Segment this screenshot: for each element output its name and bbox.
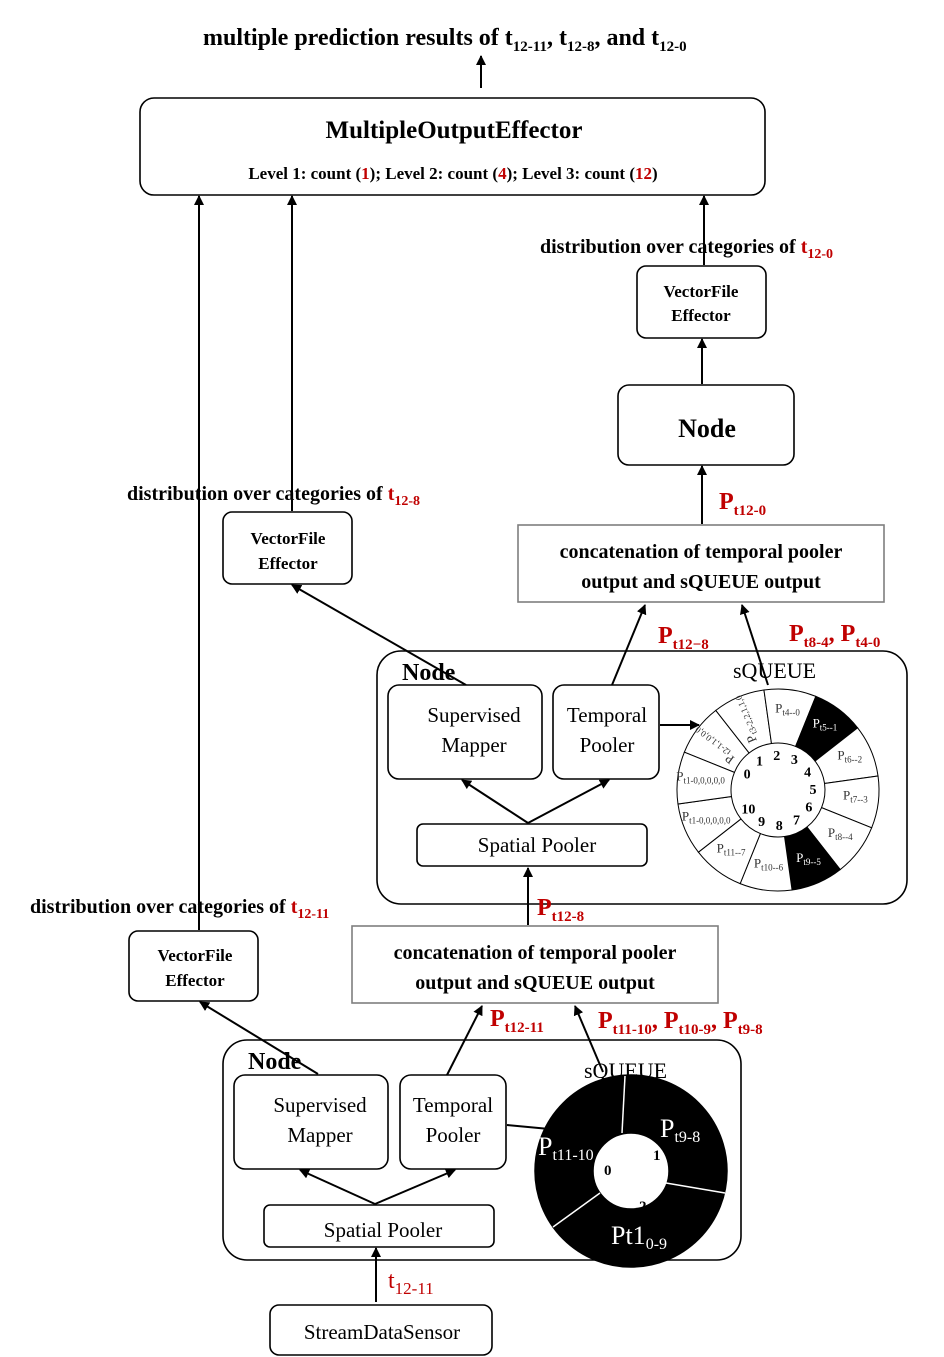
ring1-divider-c [552,1192,601,1228]
spatial-pooler-level2 [416,823,648,867]
node-level1-label: Node [248,1049,302,1075]
arrow-squeue1-to-concat [573,1005,604,1073]
arrow-tp2-to-concat [611,604,647,686]
sensor-label: StreamDataSensor [304,1320,460,1344]
vectorfile-effector-mid [222,511,353,585]
ring1-divider-b [665,1182,726,1194]
multiple-output-effector [139,97,766,196]
stream-data-sensor [269,1304,493,1356]
concat-upper-line2: output and sQUEUE output [581,571,821,593]
p-t12-11-label: Pt12-11 [490,1006,544,1036]
ring2-number: 1 [756,754,763,769]
ring2-segment-label: Pt9--5 [796,850,821,867]
ring1-seg-c: Pt10-9 [611,1221,667,1253]
ring2-segment-label: Pt8--4 [828,825,853,842]
concat-box-lower [351,925,719,1004]
vectorfile-effector-top-line2: Effector [671,306,731,325]
squeue-ring-level1: Pt11-10 Pt9-8 Pt10-9 0 1 2 [534,1074,728,1268]
ring2-number: 0 [744,768,751,783]
arrow-sp2-to-tp [527,779,610,824]
squeue2-label: sQUEUE [733,658,816,683]
arrow-sp1-to-mapper [299,1169,376,1205]
vectorfile-effector-low-line2: Effector [165,971,225,990]
concat-lower-line1: concatenation of temporal pooler [394,942,677,964]
distribution-label-low: distribution over categories of t12-11 [30,896,329,922]
ring1-num-2: 2 [639,1199,647,1215]
ring2-segment-label: Pt7--3 [843,788,868,805]
ring2-segment-label: Pt5--1 [813,716,838,733]
ring2-number: 9 [758,815,765,830]
ring2-number: 5 [809,783,816,798]
vectorfile-effector-low [128,930,259,1002]
tp1-line1: Temporal [413,1093,493,1117]
concat-lower-line2: output and sQUEUE output [415,972,655,994]
ring2-number: 6 [805,800,812,815]
vectorfile-effector-mid-line2: Effector [258,554,318,573]
supervised-mapper-level2 [387,684,543,780]
arrow-tp1-to-concat [446,1005,483,1076]
arrow-squeue2-to-concat [740,604,769,686]
p-t12-0-label: Pt12-0 [719,489,766,519]
ring2-number: 8 [776,819,783,834]
ring2-segment-label: Pt4--0 [775,701,800,718]
vectorfile-effector-low-line1: VectorFile [158,946,233,965]
ring1-num-0: 0 [604,1163,612,1179]
ring2-number: 10 [741,803,755,818]
temporal-pooler-level1 [399,1074,507,1170]
mapper1-line1: Supervised [273,1093,367,1117]
temporal-pooler-level2 [552,684,660,780]
p-t8-4-t4-0: Pt8-4, Pt4-0 [789,621,880,651]
ring2-segment-label: Pt10--6 [754,855,784,872]
vectorfile-effector-mid-line1: VectorFile [251,529,326,548]
ring2-segment-label: Pt1-0,0,0,0,0 [682,808,731,825]
distribution-label-top: distribution over categories of t12-0 [540,236,833,262]
ring2-segment-label: Pt11--7 [717,840,746,857]
ring2-number: 3 [791,753,798,768]
arrow-sp1-to-tp [374,1168,456,1205]
ring2-segment [676,751,736,805]
ring2-number: 4 [804,765,811,780]
ring1-divider-a [621,1075,626,1134]
mapper2-line2: Mapper [441,733,506,757]
ring2-segment-label: Pt6--2 [837,748,862,765]
concat-upper-line1: concatenation of temporal pooler [560,541,843,563]
ring1-seg-b: Pt9-8 [660,1114,700,1146]
supervised-mapper-level1 [233,1074,389,1170]
level-counts: Level 1: count (1); Level 2: count (4); … [248,164,657,183]
distribution-label-mid: distribution over categories of t12-8 [127,483,420,509]
ring1-num-1: 1 [653,1148,661,1164]
sensor-input-label: t12-11 [388,1268,434,1298]
p-t12-8-lower: Pt12-8 [537,895,584,925]
ring2-number: 2 [773,749,780,764]
vectorfile-effector-top-line1: VectorFile [664,282,739,301]
tp2-line2: Pooler [580,733,635,757]
multiple-output-effector-title: MultipleOutputEffector [326,117,583,144]
tp2-line1: Temporal [567,703,647,727]
output-title: multiple prediction results of t12-11, t… [203,25,687,55]
ring2-number: 7 [793,814,800,829]
mapper2-line1: Supervised [427,703,521,727]
arrow-mapper2-to-effector [291,584,467,686]
arrow-mapper1-to-effector [199,1001,319,1075]
ring2-segment-label: Pt1-0,0,0,0,0 [676,768,725,785]
node-top-label: Node [678,414,736,443]
arrow-sp2-to-mapper [461,779,529,824]
p-t12-8-upper: Pt12−8 [658,623,709,653]
ring1-seg-a: Pt11-10 [538,1132,594,1164]
concat-box-upper [517,524,885,603]
tp1-line2: Pooler [426,1123,481,1147]
spatial1-label: Spatial Pooler [324,1218,442,1242]
vectorfile-effector-top [636,265,767,339]
spatial2-label: Spatial Pooler [478,833,596,857]
mapper1-line2: Mapper [287,1123,352,1147]
ring1-inner [592,1132,670,1210]
p-t11-10-t10-9-t9-8: Pt11-10, Pt10-9, Pt9-8 [598,1008,763,1038]
